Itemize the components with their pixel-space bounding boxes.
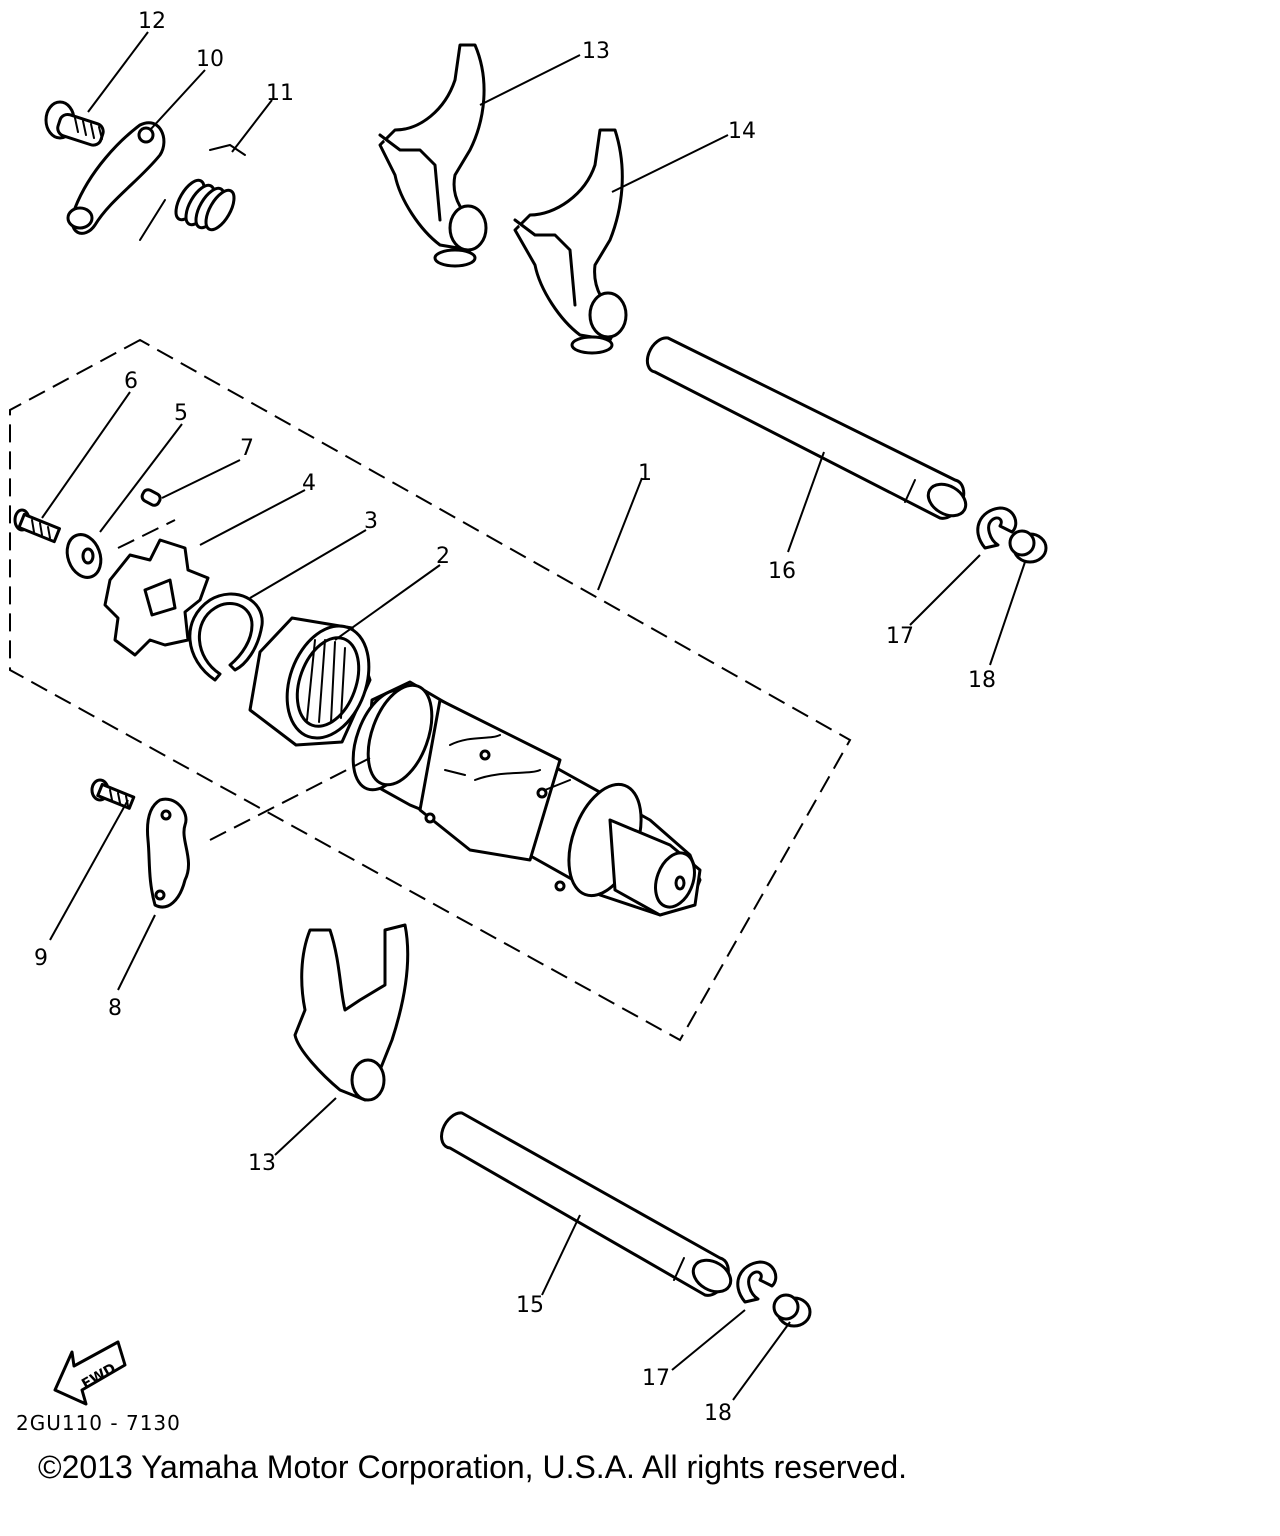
cap-part-18-lower (772, 1293, 812, 1328)
screw-part-6 (13, 508, 61, 544)
bolt-part-12 (44, 100, 105, 147)
callout-13-top: 13 (582, 39, 610, 64)
callout-4: 4 (302, 471, 316, 496)
plate-part-8 (146, 797, 191, 909)
callout-18-lower: 18 (704, 1401, 732, 1426)
callout-2: 2 (436, 544, 450, 569)
callout-14: 14 (728, 119, 756, 144)
callout-5: 5 (174, 401, 188, 426)
callout-16: 16 (768, 559, 796, 584)
washer-part-5 (65, 533, 103, 579)
callout-3: 3 (364, 509, 378, 534)
callout-6: 6 (124, 369, 138, 394)
callout-7: 7 (240, 436, 254, 461)
cap-part-18-upper (1008, 529, 1048, 564)
segment-part-4 (103, 538, 210, 657)
shift-fork-part-13-top (378, 43, 488, 268)
callout-12: 12 (138, 9, 166, 34)
leader-lines (41, 31, 1026, 1401)
fwd-arrow-icon: FWD (53, 1340, 127, 1406)
circlip-part-17-upper (976, 506, 1018, 550)
lever-part-10 (66, 121, 166, 235)
callout-17-upper: 17 (886, 624, 914, 649)
callout-11: 11 (266, 81, 294, 106)
fork-shaft-part-15 (440, 1111, 733, 1297)
callout-18-upper: 18 (968, 668, 996, 693)
callout-15: 15 (516, 1293, 544, 1318)
shift-cam-drum (351, 680, 702, 917)
circlip-part-17-lower (736, 1260, 778, 1304)
diagram-code: 2GU110 - 7130 (16, 1411, 181, 1435)
callout-13-lower: 13 (248, 1151, 276, 1176)
assembly-boundary (9, 338, 852, 1042)
callout-17-lower: 17 (642, 1366, 670, 1391)
callout-1: 1 (638, 461, 652, 486)
spring-part-11 (139, 143, 246, 241)
copyright-notice: ©2013 Yamaha Motor Corporation, U.S.A. A… (38, 1449, 907, 1485)
fork-shaft-part-16 (645, 336, 968, 520)
callout-10: 10 (196, 47, 224, 72)
callout-8: 8 (108, 996, 122, 1021)
shift-fork-part-13-lower (293, 923, 410, 1102)
bearing-part-2 (248, 616, 372, 747)
pin-part-7 (140, 488, 162, 507)
shift-fork-part-14 (513, 128, 628, 355)
callout-9: 9 (34, 946, 48, 971)
screw-part-9 (90, 778, 136, 810)
circlip-part-3 (188, 592, 264, 682)
